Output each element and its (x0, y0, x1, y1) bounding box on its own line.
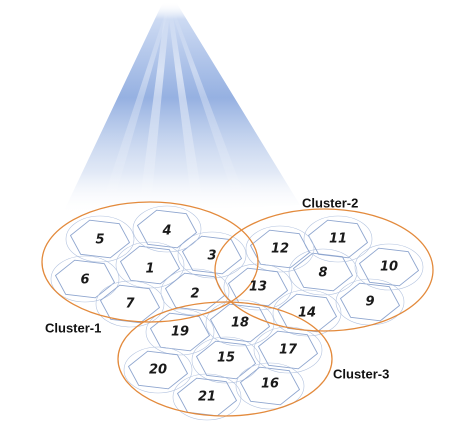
cell-coverage-outline (272, 289, 342, 337)
cell-coverage-outline (145, 308, 215, 356)
hex-cell-outline (307, 219, 369, 259)
hex-cell-outline (99, 284, 161, 324)
hex-cell-outline (339, 282, 401, 322)
cell-coverage-outline (123, 346, 193, 394)
cell-number-9: 9 (365, 295, 374, 310)
hex-cell-outline (195, 340, 257, 380)
cell-number-17: 17 (279, 343, 298, 358)
cell-number-15: 15 (217, 351, 235, 366)
cell-coverage-outline (303, 215, 373, 263)
hex-cell-outline (181, 235, 243, 275)
hex-cell-outline (69, 219, 131, 259)
hex-cell-outline (249, 229, 311, 269)
cell-coverage-outline (253, 326, 323, 374)
cell-number-11: 11 (329, 232, 347, 247)
cluster-1-boundary (41, 201, 259, 323)
cell-number-14: 14 (298, 306, 316, 321)
cell-number-6: 6 (80, 273, 89, 288)
cell-coverage-outline (235, 362, 305, 410)
beam-cone (62, 2, 300, 215)
cell-coverage-outline (115, 241, 185, 289)
cell-coverage-outline (160, 268, 230, 316)
hex-cell-outline (127, 350, 189, 390)
cell-number-10: 10 (380, 260, 398, 275)
cluster-3-label: Cluster-3 (333, 367, 389, 382)
hex-cell-outline (239, 366, 301, 406)
cell-number-16: 16 (261, 377, 279, 392)
cluster-1-label: Cluster-1 (45, 321, 101, 336)
cluster-2-label: Cluster-2 (302, 196, 358, 211)
cell-numbers: 1 2 3 4 5 6 7 8 9 10 11 12 13 14 15 16 1… (80, 224, 398, 405)
cluster-boundaries (41, 201, 434, 417)
cell-coverage-outline (50, 255, 120, 303)
cell-grid (50, 205, 424, 421)
hex-cell-outline (119, 245, 181, 285)
hex-cell-outline (227, 267, 289, 307)
cell-number-1: 1 (145, 262, 154, 277)
cluster-3-boundary (117, 301, 333, 417)
cluster-2-boundary (214, 208, 434, 332)
cell-number-7: 7 (125, 297, 135, 312)
cell-number-21: 21 (198, 390, 216, 405)
cell-number-13: 13 (249, 280, 267, 295)
cell-number-3: 3 (207, 249, 216, 264)
cell-coverage-outline (65, 215, 135, 263)
cell-number-12: 12 (271, 242, 289, 257)
hex-cell-outline (54, 259, 116, 299)
hex-cell-outline (209, 303, 271, 343)
cell-coverage-outline (191, 336, 261, 384)
cell-coverage-outline (245, 225, 315, 273)
cell-coverage-outline (288, 248, 358, 296)
cell-number-4: 4 (161, 224, 171, 239)
cell-coverage-outline (177, 231, 247, 279)
hex-cell-outline (136, 209, 198, 249)
cell-number-5: 5 (95, 233, 104, 248)
cell-number-8: 8 (318, 266, 327, 281)
cell-number-2: 2 (190, 287, 199, 302)
cell-number-18: 18 (231, 316, 249, 331)
cell-coverage-outline (354, 243, 424, 291)
hex-cell-outline (257, 330, 319, 370)
hex-cell-outline (358, 247, 420, 287)
hex-cell-outline (149, 312, 211, 352)
cell-coverage-outline (132, 205, 202, 253)
cell-number-19: 19 (171, 325, 189, 340)
cell-coverage-outline (172, 373, 242, 421)
cell-coverage-outline (95, 280, 165, 328)
hex-cell-outline (164, 272, 226, 312)
cell-coverage-outline (205, 299, 275, 347)
cell-number-20: 20 (149, 363, 167, 378)
